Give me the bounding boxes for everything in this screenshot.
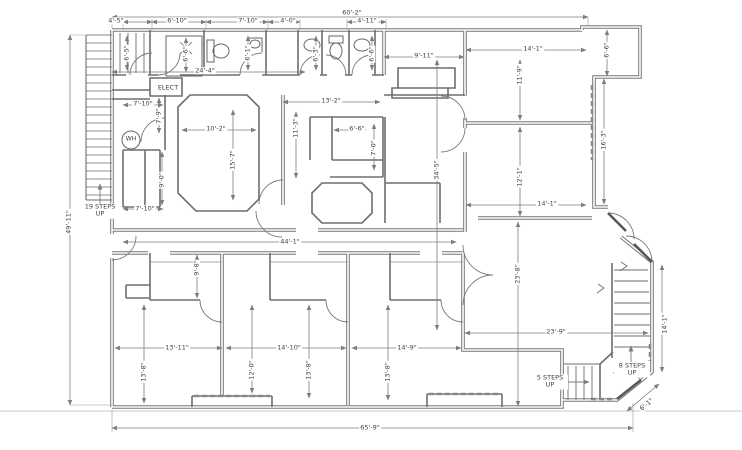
dim-label: 12'-0" (247, 359, 256, 381)
toilet-1 (206, 39, 230, 63)
dim-label: 4'-11" (356, 16, 378, 25)
dim-label: 6'-5" (122, 44, 131, 62)
dim-label: 15'-7" (228, 149, 237, 171)
dim-label: 6'-3" (311, 45, 320, 63)
dim-label: 6'-6" (181, 45, 190, 63)
dim-label: 14'-1" (522, 44, 544, 53)
stairs-8-label: 8 STEPS UP (614, 362, 650, 378)
shower-stall (165, 35, 203, 77)
dim-label-overall-left: 49'-11" (64, 209, 73, 235)
dim-label: 23'-8" (513, 263, 522, 285)
dim-label: 13'-8" (304, 359, 313, 381)
dim-label: 6'-6" (348, 124, 366, 133)
dim-label: 6'-6" (602, 41, 611, 59)
dim-label: 11'-3" (291, 117, 300, 139)
stair-direction-arrows (97, 183, 634, 385)
interior-walls (112, 30, 614, 407)
dim-label: 14'-9" (396, 343, 418, 352)
dim-label: 14'-10" (276, 343, 302, 352)
water-heater-label: WH (125, 135, 137, 143)
dim-label: 7'-10" (132, 99, 154, 108)
dim-label-corridor: 44'-1" (279, 237, 301, 246)
dim-label: 6'-10" (166, 16, 188, 25)
dim-label: 4'-0" (279, 16, 297, 25)
exterior-stair-19-steps (85, 34, 112, 201)
elect-closet-label: ELECT (156, 83, 180, 92)
sink-1 (303, 38, 321, 52)
water-heater (121, 130, 141, 150)
dim-label: 10'-2" (205, 124, 227, 133)
dim-label: 11'-9" (515, 64, 524, 86)
wall-break-marks (596, 261, 628, 294)
dim-label: 12'-1" (515, 166, 524, 188)
dim-label: 13'-2" (320, 96, 342, 105)
dim-label: 7'-10" (134, 204, 156, 213)
dim-label: 7'-9" (154, 107, 163, 125)
stair-8-steps (614, 269, 650, 348)
dim-label-overall-top: 60'-2" (341, 8, 363, 17)
dim-label: 6'-6" (367, 45, 376, 63)
dim-label: 7'-10" (237, 16, 259, 25)
exterior-walls (110, 25, 654, 409)
dim-label: 6'-1" (243, 44, 252, 62)
dim-label: 7'-0" (369, 139, 378, 157)
stairs-5-label: 5 STEPS UP (532, 374, 568, 390)
dim-label-overall-bottom: 65'-9" (359, 423, 381, 432)
dim-label: 13'-8" (139, 361, 148, 383)
dim-label: 23'-9" (545, 327, 567, 336)
toilet-2 (328, 35, 344, 60)
window-hatching (194, 85, 652, 401)
dim-label: 14'-1" (536, 199, 558, 208)
dim-label: 9'-11" (413, 51, 435, 60)
dimension-extension-lines (70, 17, 634, 432)
dim-label: 34'-5" (432, 159, 441, 181)
dim-label: 9'-8" (192, 259, 201, 277)
dim-label: 13'-8" (383, 361, 392, 383)
dim-label: 14'-1" (660, 313, 669, 335)
stairs-19-label: 19 STEPS UP (79, 203, 121, 219)
dim-label: 9'-0" (157, 171, 166, 189)
dim-label: 4'-5" (107, 16, 125, 25)
dim-label: 24'-4" (194, 66, 216, 75)
dim-label: 16'-3" (599, 129, 608, 151)
dim-label: 13'-11" (164, 343, 190, 352)
